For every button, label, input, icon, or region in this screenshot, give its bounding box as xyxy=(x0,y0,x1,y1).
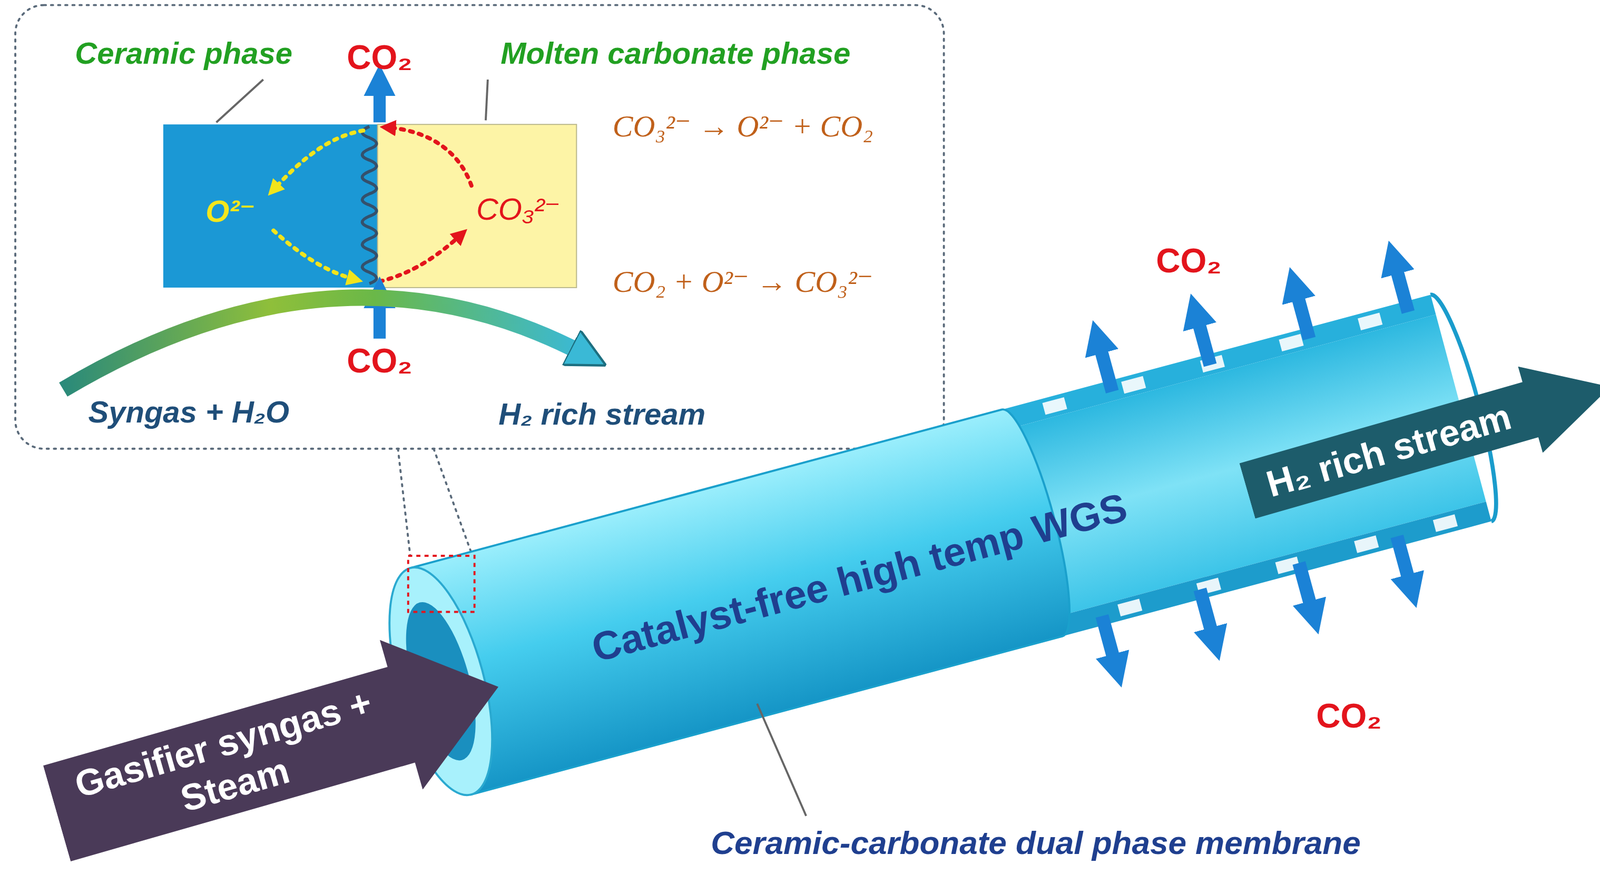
phase-label: Ceramic phase xyxy=(74,35,293,71)
phase-block: Molten carbonate phaseCO₃²⁻ xyxy=(377,124,577,288)
stream-label: H₂ rich stream xyxy=(498,396,706,433)
ion-label: CO₃²⁻ xyxy=(476,191,561,228)
arrow-text: Gasifier syngas + Steam xyxy=(65,679,393,849)
arrow-body xyxy=(35,612,520,874)
stream-label: Syngas + H₂O xyxy=(88,394,290,430)
membrane-label: Ceramic-carbonate dual phase membrane xyxy=(710,823,1361,862)
gas-label: CO₂ xyxy=(346,341,412,381)
gas-label: CO₂ xyxy=(1155,241,1222,281)
reaction-equation: CO₃²⁻ → O²⁻ + CO₂ xyxy=(612,109,874,145)
gas-label: CO₂ xyxy=(1316,697,1382,736)
feed-arrow: Gasifier syngas + Steam xyxy=(35,612,520,874)
ion-label: O²⁻ xyxy=(205,193,256,230)
gas-label: CO₂ xyxy=(346,38,412,78)
phase-block: Ceramic phaseO²⁻ xyxy=(163,124,378,288)
arrow-body xyxy=(1234,343,1600,534)
phase-label: Molten carbonate phase xyxy=(500,35,851,71)
reaction-equation: CO₂ + O²⁻ → CO₃²⁻ xyxy=(612,263,874,300)
